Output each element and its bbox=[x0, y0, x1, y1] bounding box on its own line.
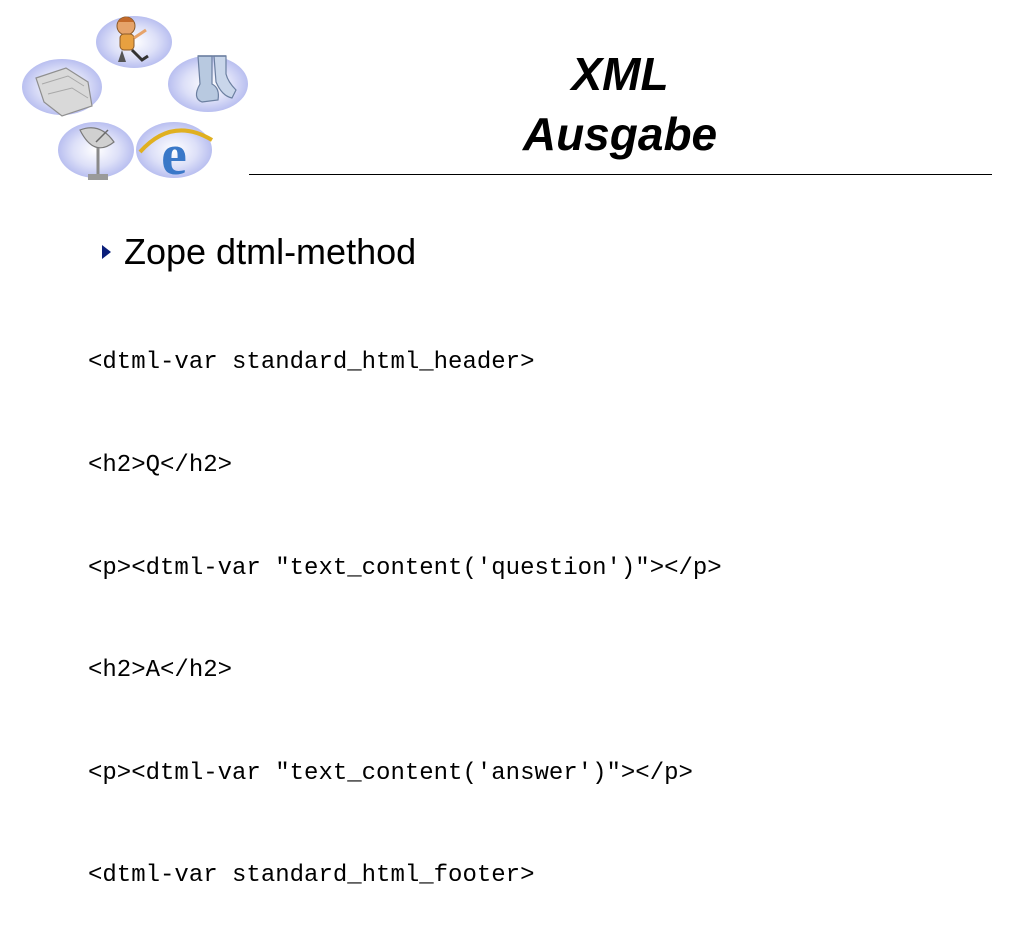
code-line-2: <h2>Q</h2> bbox=[88, 452, 233, 480]
title-line-ausgabe: Ausgabe bbox=[522, 108, 718, 160]
code-line-1: <dtml-var standard_html_header> bbox=[88, 349, 535, 377]
bullet-text: Zope dtml-method bbox=[124, 231, 417, 272]
code-line-3: <p><dtml-var "text_content('question')">… bbox=[88, 554, 722, 582]
stone-tablet-icon bbox=[22, 59, 102, 117]
triangle-right-icon bbox=[98, 241, 114, 263]
cartoon-figure-icon bbox=[96, 16, 172, 68]
bullet-item: Zope dtml-method bbox=[98, 230, 416, 274]
code-block: <dtml-var standard_html_header> <h2>Q</h… bbox=[88, 278, 722, 928]
code-line-4: <h2>A</h2> bbox=[88, 657, 233, 685]
title-divider bbox=[249, 174, 992, 175]
satellite-dish-icon bbox=[58, 122, 134, 180]
logo-cluster: e bbox=[22, 12, 248, 184]
slide-title: XML Ausgabe bbox=[248, 44, 992, 164]
code-line-6: <dtml-var standard_html_footer> bbox=[88, 862, 535, 890]
title-line-xml: XML bbox=[571, 48, 669, 100]
boots-icon bbox=[168, 55, 248, 112]
code-line-5: <p><dtml-var "text_content('answer')"></… bbox=[88, 759, 693, 787]
internet-explorer-icon: e bbox=[136, 122, 214, 184]
